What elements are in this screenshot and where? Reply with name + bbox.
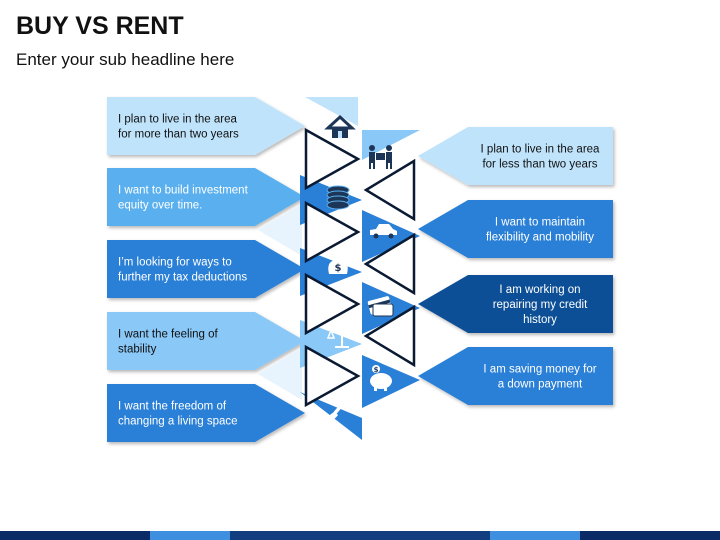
buy-item-shape (107, 240, 305, 298)
page-title: BUY VS RENT (16, 12, 184, 40)
arrow-right-triangle (304, 344, 361, 408)
buy-item-4: I want the feeling of stability (107, 312, 305, 370)
rent-item-text: a down payment (498, 379, 583, 391)
chevron-right-deco (416, 236, 460, 288)
piggy-bank-icon: $ (370, 365, 392, 391)
bottom-bar (0, 531, 720, 540)
svg-text:$: $ (374, 366, 379, 374)
rent-item-text: I am saving money for (483, 364, 596, 376)
buy-item-text: I’m looking for ways to (118, 257, 232, 269)
car-icon (370, 224, 397, 239)
arrow-left-triangle (363, 232, 416, 296)
coins-icon (326, 185, 350, 210)
chevron-left-deco (258, 204, 302, 256)
band-triangle (362, 130, 420, 160)
buy-item-2: I want to build investment equity over ti… (107, 168, 305, 226)
rent-item-4: I am saving money for a down payment (418, 347, 613, 405)
rent-item-shape (418, 200, 613, 258)
buy-item-3: I’m looking for ways to further my tax de… (107, 240, 305, 298)
rent-item-text: repairing my credit (493, 299, 588, 311)
rent-column: I plan to live in the area for less than … (418, 127, 613, 405)
buy-item-1: I plan to live in the area for more than … (107, 97, 305, 155)
arrow-left-triangle (363, 304, 416, 368)
buy-item-text: I want the feeling of (118, 329, 219, 341)
rent-item-1: I plan to live in the area for less than … (418, 127, 613, 185)
buy-item-text: further my tax deductions (118, 272, 247, 284)
chevron-left-deco (258, 134, 302, 186)
icons: $$ (324, 114, 397, 422)
buy-item-text: for more than two years (118, 129, 239, 141)
chevron-right-deco (416, 164, 460, 216)
rent-item-text: flexibility and mobility (486, 232, 594, 244)
buy-item-text: I want to build investment (118, 185, 249, 197)
rent-item-text: I am working on (499, 284, 580, 296)
paintbrush-icon (327, 398, 348, 422)
arrow-right-triangle (304, 200, 361, 264)
band-triangle (305, 97, 358, 126)
arrow-right-triangle (304, 127, 361, 191)
rent-item-text: I want to maintain (495, 217, 585, 229)
page-subtitle: Enter your sub headline here (16, 50, 235, 69)
scale-icon (326, 326, 358, 348)
chevron-right-deco (416, 308, 460, 360)
buy-item-shape (107, 384, 305, 442)
svg-text:$: $ (335, 263, 342, 274)
money-bag-icon: $ (328, 255, 348, 274)
credit-card-icon (367, 296, 394, 317)
buy-column: I plan to live in the area for more than … (107, 97, 305, 442)
house-icon (324, 114, 356, 138)
movers-icon (369, 145, 392, 169)
rent-item-text: for less than two years (482, 159, 597, 171)
buy-item-shape (107, 97, 305, 155)
rent-item-shape (418, 275, 613, 333)
arrow-left-triangle (363, 158, 416, 222)
rent-item-3: I am working on repairing my credit histor… (418, 275, 613, 333)
buy-item-5: I want the freedom of changing a living s… (107, 384, 305, 442)
rent-item-shape (418, 127, 613, 185)
buy-item-text: equity over time. (118, 200, 202, 212)
buy-item-text: stability (118, 344, 157, 356)
buy-item-text: I want the freedom of (118, 401, 227, 413)
buy-item-shape (107, 312, 305, 370)
chevron-left-deco (258, 276, 302, 328)
chevron-left-deco (258, 348, 302, 400)
buy-item-shape (107, 168, 305, 226)
rent-item-2: I want to maintain flexibility and mobili… (418, 200, 613, 258)
rent-item-text: I plan to live in the area (481, 144, 601, 156)
rent-item-text: history (523, 314, 557, 326)
rent-item-shape (418, 347, 613, 405)
arrow-right-triangle (304, 272, 361, 336)
buy-item-text: I plan to live in the area (118, 114, 238, 126)
buy-item-text: changing a living space (118, 416, 238, 428)
